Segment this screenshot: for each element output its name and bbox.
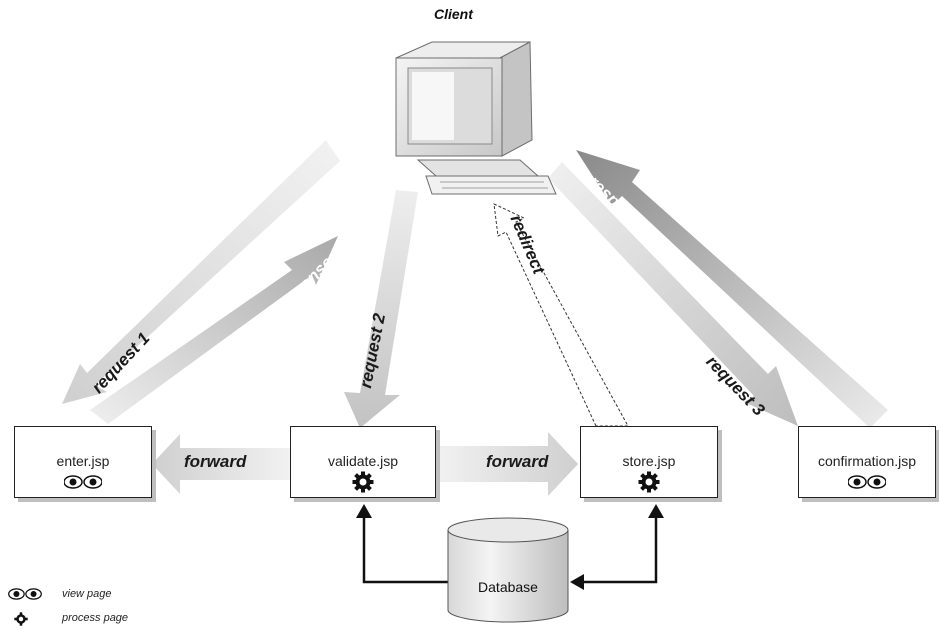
forward-left-label: forward [184,452,247,471]
enter-jsp-label: enter.jsp [56,453,110,469]
db-to-store-arrowhead [648,504,664,518]
store-jsp-label: store.jsp [622,453,676,469]
db-to-validate-connector [362,516,448,584]
database-cylinder-icon [447,517,569,623]
validate-jsp-label: validate.jsp [327,453,399,469]
eyes-icon [8,588,42,600]
gear-icon [14,612,28,626]
computer-icon [395,41,557,195]
request-3-arrow [548,162,798,426]
forward-right-label: forward [486,452,549,471]
gear-icon [638,471,660,493]
store-jsp-box: store.jsp [580,426,718,498]
db-to-validate-arrowhead [356,504,372,518]
response-3-arrow [576,150,888,428]
client-title: Client [434,6,473,22]
request-2-arrow [344,190,418,428]
forward-right-arrow [436,432,578,496]
eyes-icon [848,475,886,489]
validate-jsp-box: validate.jsp [290,426,436,498]
legend-view-page-label: view page [62,588,112,600]
forward-left-arrow [152,434,292,494]
db-to-store-connector [580,516,658,584]
request-1-arrow [62,140,340,404]
db-to-store-arrowhead-left [570,574,584,590]
response-1-arrow [90,236,338,424]
enter-jsp-box: enter.jsp [14,426,152,498]
eyes-icon [64,475,102,489]
gear-icon [352,471,374,493]
database-label: Database [478,579,538,595]
confirmation-jsp-box: confirmation.jsp [798,426,936,498]
redirect-arrow [493,203,629,427]
confirmation-jsp-label: confirmation.jsp [817,453,917,469]
legend-process-page-label: process page [62,612,129,624]
